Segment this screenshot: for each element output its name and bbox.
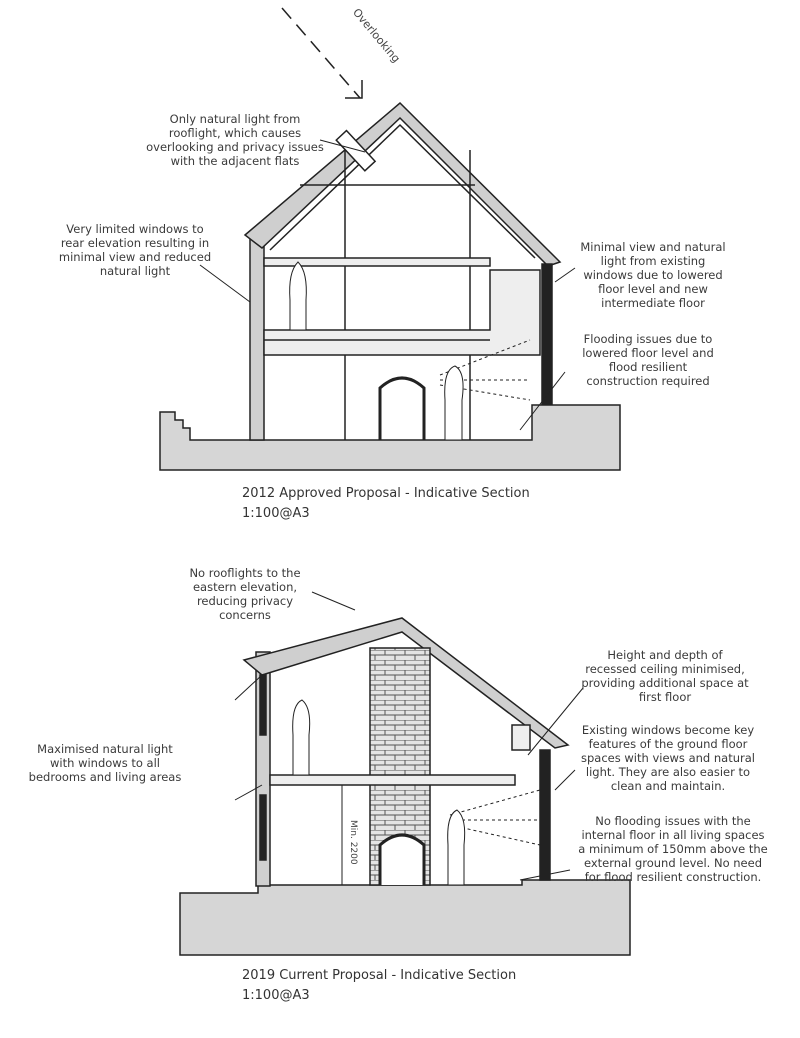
figure-upper [289,261,307,331]
recessed-ceiling [511,724,531,751]
note-limited-windows: Very limited windows to rear elevation r… [58,222,212,278]
overlooking-arrow [281,7,361,99]
figure-upper-2019 [292,699,311,776]
upper-floor-2012 [263,257,491,267]
figure-lower [444,365,464,441]
front-wall-2012 [541,263,553,405]
section-2019-drawing [179,591,631,956]
scale-2019: 1:100@A3 [242,988,310,1003]
rear-wall-2012 [249,231,265,441]
note-no-rooflights: No rooflights to the eastern elevation, … [189,566,301,622]
note-existing-windows: Existing windows become key features of … [581,723,755,793]
min-height-label: Min. 2200 [348,820,358,865]
caption-2019: 2019 Current Proposal - Indicative Secti… [242,968,517,983]
ground-2019 [179,879,631,956]
note-recessed-ceiling: Height and depth of recessed ceiling min… [581,648,749,704]
intermediate-floor-2012 [263,269,541,356]
first-floor-2019 [269,774,516,786]
scale-2012: 1:100@A3 [242,506,310,521]
ground-2012 [159,404,621,471]
front-wall-2019 [539,749,551,881]
figure-lower-2019 [447,809,466,886]
note-rooflight: Only natural light from rooflight, which… [146,112,324,168]
section-2012-drawing [159,7,621,471]
note-maximised-light: Maximised natural light with windows to … [28,742,182,784]
arch-fireplace [378,833,426,885]
note-flooding: Flooding issues due to lowered floor lev… [582,332,714,388]
leader-lines-2012 [199,139,576,431]
note-minimal-view: Minimal view and natural light from exis… [580,240,726,310]
caption-2012: 2012 Approved Proposal - Indicative Sect… [242,486,530,501]
leader-lines-2019 [234,591,584,881]
arch-door-2012 [378,376,426,440]
rooflight-2012 [335,129,377,172]
note-no-flooding: No flooding issues with the internal flo… [578,814,768,884]
